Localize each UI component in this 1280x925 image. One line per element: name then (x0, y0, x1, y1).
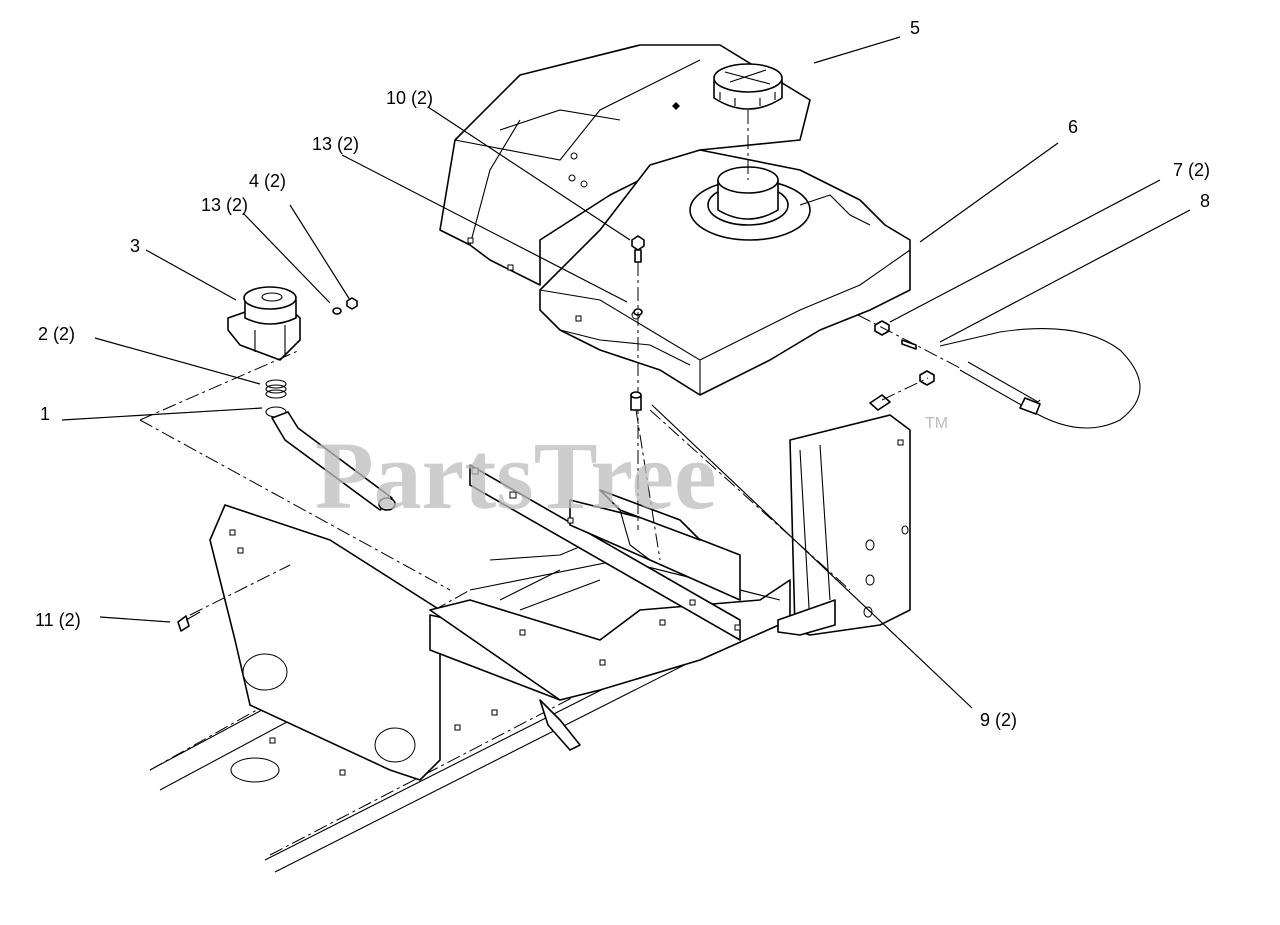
callout-10: 10 (2) (386, 88, 433, 108)
callout-7: 7 (2) (1173, 160, 1210, 180)
callout-9: 9 (2) (980, 710, 1017, 730)
panel-holes (863, 439, 909, 618)
fuel-tank (539, 149, 911, 396)
bolt-11 (177, 611, 201, 632)
callout-3: 3 (130, 236, 140, 256)
watermark-text: PartsTree (315, 422, 717, 529)
watermark-trademark: TM (925, 415, 948, 432)
fuel-cap (713, 63, 783, 110)
callout-8: 8 (1200, 191, 1210, 211)
callout-11: 11 (2) (35, 610, 81, 630)
spacer-9 (630, 391, 642, 411)
callout-13-lower: 13 (2) (201, 195, 248, 215)
callout-2: 2 (2) (38, 324, 75, 344)
frame-holes (229, 467, 741, 776)
watermark: PartsTree TM (315, 415, 948, 529)
callout-1: 1 (40, 404, 50, 424)
callout-4: 4 (2) (249, 171, 286, 191)
hose-clamps (265, 379, 287, 418)
tank-shroud (439, 44, 811, 286)
leader-lines (61, 36, 1191, 709)
hardware-10-13 (631, 235, 645, 316)
hardware-4-13 (332, 297, 358, 315)
frame-assembly (149, 464, 791, 873)
fuel-filter-assembly (227, 286, 301, 361)
callout-13-upper: 13 (2) (312, 134, 359, 154)
callout-5: 5 (910, 18, 920, 38)
fuel-line (869, 320, 1141, 429)
callout-6: 6 (1068, 117, 1078, 137)
side-panel (777, 414, 911, 636)
fuel-hose (271, 411, 396, 511)
callout-labels: 5 6 7 (2) 8 10 (2) 13 (2) 4 (2) 13 (2) 3… (35, 18, 1210, 730)
